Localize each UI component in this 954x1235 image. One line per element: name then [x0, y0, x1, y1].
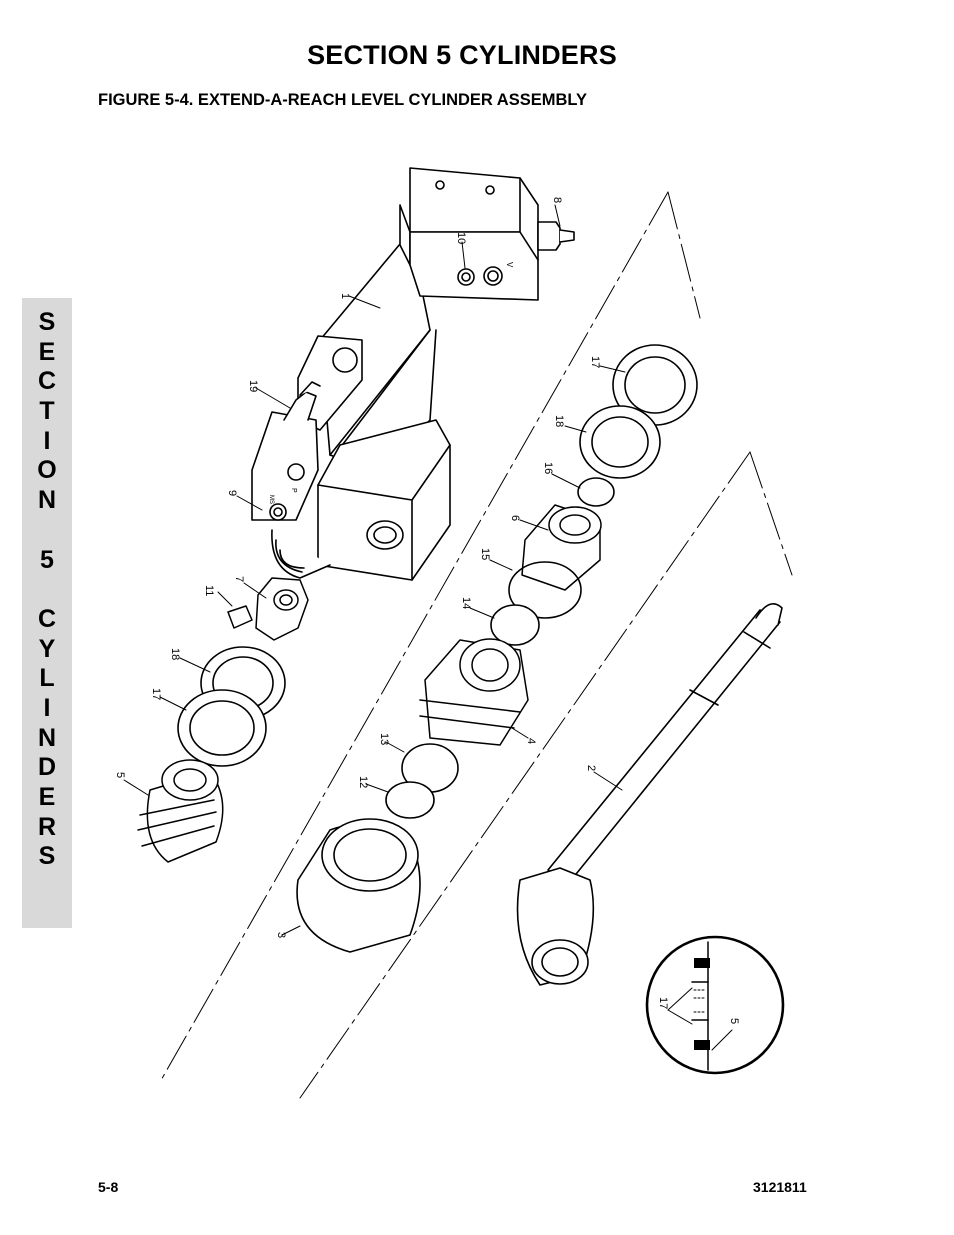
piston-4 [419, 638, 529, 746]
tab-letter: R [37, 812, 57, 841]
ring-17-right [612, 344, 698, 426]
ring-17-upper [177, 689, 267, 767]
cap-end-block [271, 419, 451, 581]
ring-12 [385, 781, 435, 819]
callout-6: 6 [509, 515, 521, 521]
side-manifold [251, 335, 363, 521]
callout-9: 9 [226, 490, 238, 496]
tab-letter: N [37, 723, 57, 752]
tab-letter: S [38, 308, 56, 336]
page-number: 5-8 [98, 1179, 119, 1195]
callout-17-detail: 17 [657, 997, 669, 1009]
callout-5-detail: 5 [728, 1018, 740, 1024]
ring-18-right [579, 405, 661, 479]
tab-letter: S [38, 842, 56, 871]
callout-15: 15 [479, 548, 491, 560]
callout-17-right: 17 [589, 356, 601, 368]
callout-8: 8 [551, 197, 563, 203]
assembly-axis-lines [159, 191, 793, 1099]
callout-12: 12 [357, 776, 369, 788]
tab-letter: Y [38, 634, 56, 663]
port-mark-p: P [290, 488, 297, 493]
callout-1: 1 [339, 293, 351, 299]
tab-letter: T [39, 397, 55, 426]
callout-16: 16 [542, 462, 554, 474]
tab-letter: 5 [40, 545, 54, 574]
callout-18-right: 18 [553, 415, 565, 427]
tab-letter: O [37, 456, 57, 485]
tab-letter: E [38, 337, 56, 366]
callout-19: 19 [247, 380, 259, 392]
tab-letter: I [43, 426, 51, 455]
leader-lines [123, 204, 733, 1051]
callout-4: 4 [525, 738, 537, 744]
callout-2: 2 [585, 765, 597, 771]
head-5 [137, 759, 224, 863]
tab-letter: E [38, 783, 56, 811]
callout-14: 14 [460, 597, 472, 609]
callout-7: 7 [233, 576, 245, 582]
callout-10: 10 [455, 232, 467, 244]
nut-3 [296, 818, 421, 953]
callout-labels: 1 2 3 4 5 6 7 8 9 10 11 12 13 14 15 16 1… [114, 197, 740, 1024]
o-ring-16 [577, 477, 615, 507]
callout-17-left: 17 [150, 688, 162, 700]
section-tab-letters: S E C T I O N 5 C Y L I N D E R S [22, 308, 72, 872]
rod-2 [516, 602, 783, 986]
tab-letter: C [37, 604, 57, 633]
tab-letter: N [37, 486, 57, 515]
port-mark-ms: MS [268, 495, 274, 504]
o-ring-15 [508, 561, 582, 619]
section-title: SECTION 5 CYLINDERS [307, 40, 617, 70]
tab-letter: L [39, 664, 55, 693]
callout-3: 3 [275, 932, 287, 938]
tab-letter: D [37, 753, 57, 782]
tab-letter: C [37, 367, 57, 396]
seal-detail-view [645, 935, 785, 1075]
section-tab: S E C T I O N 5 C Y L I N D E R S [22, 298, 72, 928]
tab-letter: I [43, 693, 51, 722]
document-number: 3121811 [753, 1179, 807, 1195]
ring-14 [490, 604, 540, 646]
fitting-7 [227, 577, 309, 641]
callout-11: 11 [203, 585, 215, 596]
spacer-6 [521, 504, 602, 591]
figure-title: FIGURE 5-4. EXTEND-A-REACH LEVEL CYLINDE… [98, 91, 587, 109]
callout-5: 5 [114, 772, 126, 778]
top-valve-block [399, 167, 575, 301]
port-mark-v: V [505, 262, 514, 268]
callout-13: 13 [378, 733, 390, 745]
callout-18-left: 18 [169, 648, 181, 660]
